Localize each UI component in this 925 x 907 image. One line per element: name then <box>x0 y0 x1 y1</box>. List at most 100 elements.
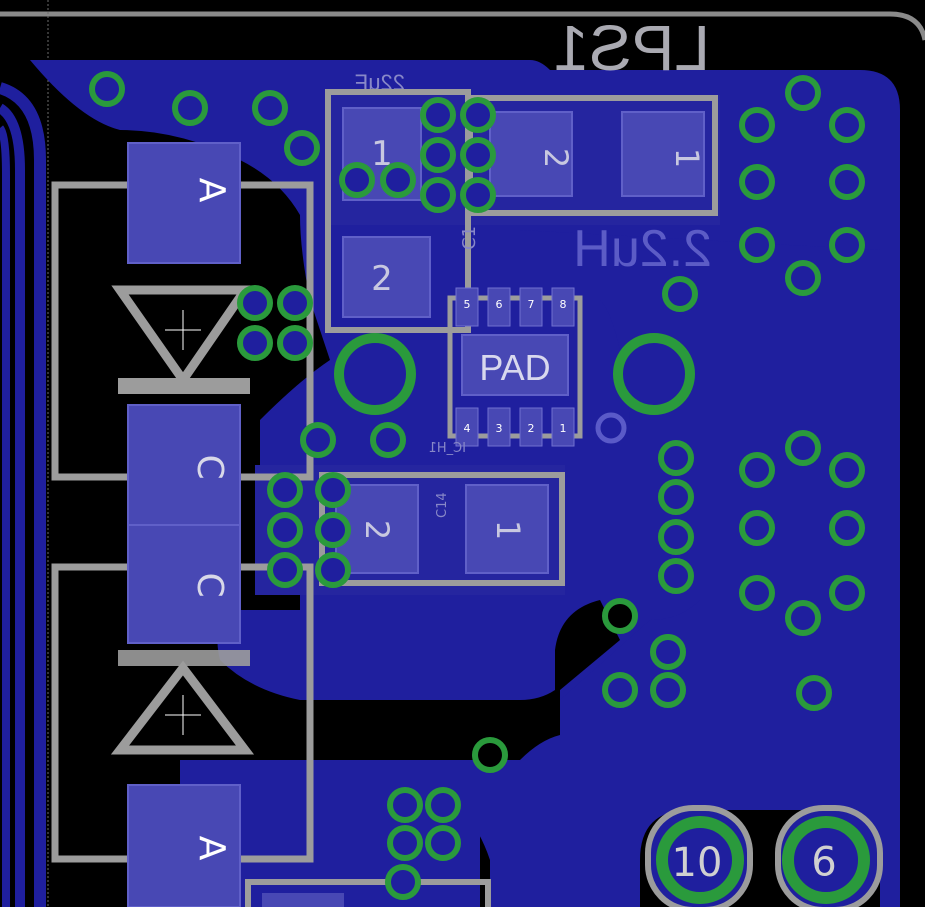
via <box>237 325 273 361</box>
ic-pin-5-label: 5 <box>464 298 471 311</box>
via <box>829 575 865 611</box>
via <box>829 164 865 200</box>
mount-via-left <box>334 333 416 415</box>
ic-pin-3 <box>487 407 511 447</box>
ic-pin-1 <box>551 407 575 447</box>
diode-lower-symbol <box>110 660 255 755</box>
header-pin-9 <box>782 816 870 904</box>
header-pin-10-label: 10 <box>672 840 723 886</box>
via <box>267 472 303 508</box>
header-pin-10 <box>656 816 744 904</box>
diode-upper-pad-c <box>127 404 241 526</box>
component-name-label: LPS1 <box>553 12 710 84</box>
ic-outline <box>447 295 583 439</box>
via <box>420 137 456 173</box>
via <box>267 512 303 548</box>
via <box>387 825 423 861</box>
via <box>785 260 821 296</box>
ic-pin-3-label: 3 <box>496 422 503 435</box>
left-arc-trace-3 <box>0 125 10 907</box>
via <box>829 510 865 546</box>
inductor-value-label: 2.2uH <box>573 220 712 278</box>
via <box>339 162 375 198</box>
inductor-pad-1-label: 1 <box>668 148 706 168</box>
ic-pin-2 <box>519 407 543 447</box>
via <box>785 430 821 466</box>
via <box>172 90 208 126</box>
ic-pin-7-label: 7 <box>528 298 535 311</box>
via <box>315 512 351 548</box>
via <box>796 675 832 711</box>
via <box>420 177 456 213</box>
ic-pin-4 <box>455 407 479 447</box>
left-arc-trace-2 <box>0 103 25 907</box>
test-point-via <box>595 412 627 444</box>
via <box>300 422 336 458</box>
diode-lower-anode-label: A <box>191 836 232 861</box>
via <box>658 479 694 515</box>
mount-via-right <box>613 333 695 415</box>
via <box>829 107 865 143</box>
via <box>267 552 303 588</box>
ic-pad-label: PAD <box>479 347 550 388</box>
ic-pin-7 <box>519 287 543 327</box>
inductor-pad-1 <box>621 111 705 197</box>
via <box>739 227 775 263</box>
via <box>425 825 461 861</box>
diode-upper-cathode-label: C <box>189 454 230 479</box>
via <box>472 737 508 773</box>
via <box>739 452 775 488</box>
via <box>650 634 686 670</box>
diode-upper-anode-label: A <box>191 178 232 203</box>
via <box>739 107 775 143</box>
via <box>460 97 496 133</box>
board-outline <box>0 11 925 41</box>
via <box>602 672 638 708</box>
diode-lower-pad-c <box>127 524 241 644</box>
cap2-ref-label: C14 <box>435 492 450 518</box>
lower-cap-pad-2-label: 2 <box>358 520 396 540</box>
lower-cap-pad-1-label: 1 <box>489 520 527 540</box>
diode-lower-cathode-label: C <box>189 572 230 597</box>
diode-lower-bar <box>118 650 250 666</box>
ic-thermal-pad <box>461 334 569 396</box>
via <box>658 440 694 476</box>
top-cap-pad-1-label: 1 <box>371 134 393 174</box>
via <box>650 672 686 708</box>
inductor-pad-2 <box>489 111 573 197</box>
ic-pin-6-label: 6 <box>496 298 503 311</box>
via <box>277 325 313 361</box>
inductor-pad-2-label: 2 <box>537 148 575 168</box>
via <box>370 422 406 458</box>
diode-upper-pad-a <box>127 142 241 264</box>
via <box>237 285 273 321</box>
via <box>785 600 821 636</box>
diode-lower-pad-a <box>127 784 241 907</box>
bottom-component-outline <box>245 879 491 907</box>
via <box>420 97 456 133</box>
via <box>739 164 775 200</box>
top-cap-pad-2 <box>342 236 431 318</box>
via <box>277 285 313 321</box>
lower-cap-pad-1 <box>465 484 549 574</box>
left-arc-trace-1 <box>0 82 46 907</box>
copper-pour-right <box>520 230 880 790</box>
ic-pins-top: 5 6 7 8 <box>455 287 575 327</box>
via <box>739 510 775 546</box>
ic-pin-5 <box>455 287 479 327</box>
header-pin-9-label: 9 <box>811 836 836 882</box>
via <box>658 519 694 555</box>
via <box>315 552 351 588</box>
via <box>315 472 351 508</box>
via <box>658 558 694 594</box>
ic-pin-1-label: 1 <box>560 422 567 435</box>
via <box>425 787 461 823</box>
via <box>829 227 865 263</box>
ic-pins-bottom: 4 3 2 1 <box>455 407 575 447</box>
diode-upper-bar <box>118 378 250 394</box>
via <box>252 90 288 126</box>
via <box>385 864 421 900</box>
via <box>602 598 638 634</box>
ic-pin-8-label: 8 <box>560 298 567 311</box>
